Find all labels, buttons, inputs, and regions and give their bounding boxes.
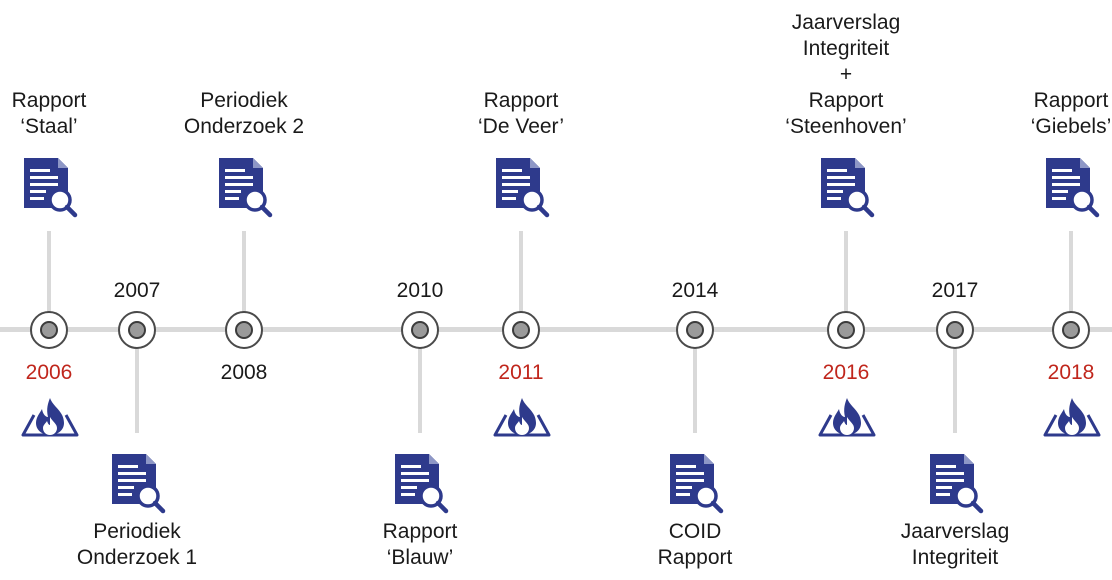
timeline-node (502, 311, 540, 349)
report-icon (110, 452, 166, 514)
report-stem (47, 231, 51, 330)
report-icon (668, 452, 724, 514)
report-label-line: Integriteit (911, 546, 999, 569)
report-label-line: ‘Giebels’ (1030, 115, 1112, 138)
report-label-line: + (839, 63, 853, 86)
report-label-line: Periodiek (93, 520, 181, 543)
timeline-node (225, 311, 263, 349)
year-label: 2006 (25, 361, 73, 384)
report-label-line: Rapport (382, 520, 458, 543)
report-label-line: Rapport (808, 89, 884, 112)
timeline-axis (0, 327, 1112, 332)
report-label-line: Jaarverslag (900, 520, 1010, 543)
report-label: Rapport ‘Giebels’ (971, 88, 1112, 140)
timeline-node (676, 311, 714, 349)
report-label-line: Rapport (483, 89, 559, 112)
report-stem (693, 330, 697, 433)
fire-icon (492, 393, 552, 439)
year-label: 2016 (822, 361, 870, 384)
timeline-node (30, 311, 68, 349)
report-label-line: Onderzoek 2 (183, 115, 305, 138)
report-label: Rapport ‘Blauw’ (320, 519, 520, 571)
report-stem (1069, 231, 1073, 330)
report-stem (953, 330, 957, 433)
timeline-node (401, 311, 439, 349)
timeline-node (1052, 311, 1090, 349)
report-icon (928, 452, 984, 514)
report-label: COID Rapport (595, 519, 795, 571)
report-stem (135, 330, 139, 433)
year-label: 2011 (498, 361, 544, 384)
fire-icon (1042, 393, 1102, 439)
report-label-line: Periodiek (200, 89, 288, 112)
report-stem (418, 330, 422, 433)
fire-icon (817, 393, 877, 439)
report-icon (1044, 156, 1100, 218)
timeline-node (936, 311, 974, 349)
report-stem (519, 231, 523, 330)
timeline-node (118, 311, 156, 349)
report-label: Rapport ‘De Veer’ (421, 88, 621, 140)
report-label-line: ‘Staal’ (20, 115, 78, 138)
year-label: 2018 (1047, 361, 1095, 384)
report-label-line: Onderzoek 1 (76, 546, 198, 569)
report-icon (494, 156, 550, 218)
report-stem (844, 231, 848, 330)
report-label: Rapport ‘Staal’ (0, 88, 149, 140)
report-icon (393, 452, 449, 514)
report-icon (819, 156, 875, 218)
report-label-line: ‘Steenhoven’ (785, 115, 907, 138)
report-label-line: Rapport (657, 546, 733, 569)
year-label: 2017 (931, 279, 979, 302)
fire-icon (20, 393, 80, 439)
report-label-line: Rapport (1033, 89, 1109, 112)
report-label-line: Integriteit (802, 37, 890, 60)
report-stem (242, 231, 246, 330)
year-label: 2007 (113, 279, 161, 302)
year-label: 2008 (220, 361, 268, 384)
report-label-line: ‘Blauw’ (386, 546, 454, 569)
report-label-line: COID (668, 520, 722, 543)
report-icon (22, 156, 78, 218)
report-label-line: ‘De Veer’ (478, 115, 564, 138)
report-icon (217, 156, 273, 218)
report-label-line: Jaarverslag (791, 11, 901, 34)
year-label: 2014 (671, 279, 719, 302)
timeline-node (827, 311, 865, 349)
year-label: 2010 (396, 279, 444, 302)
report-label-line: Rapport (11, 89, 87, 112)
